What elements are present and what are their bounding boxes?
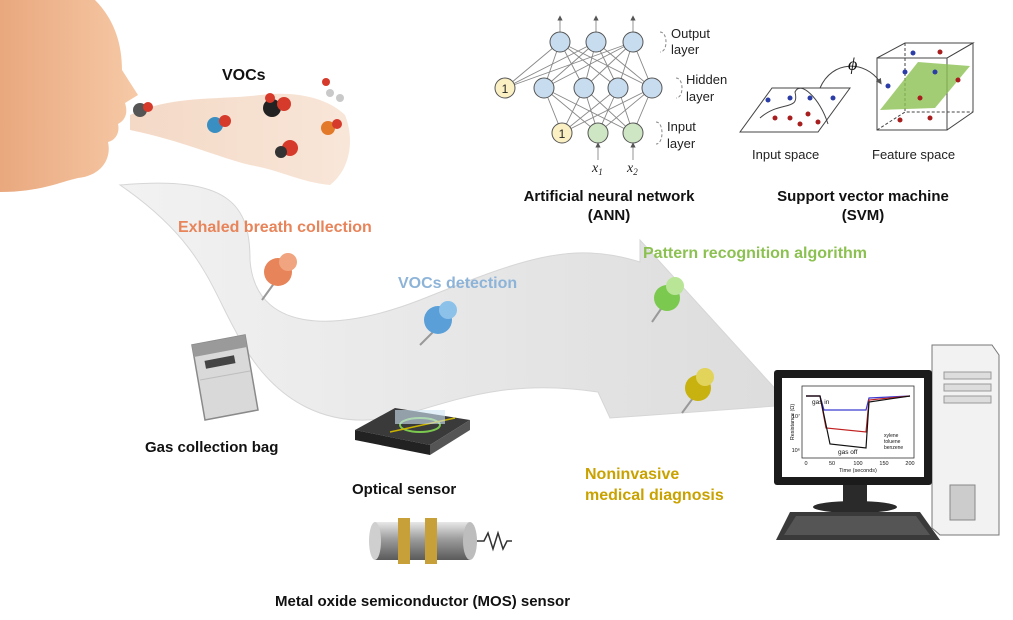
ann-hidden-label-1: Hidden [686, 72, 727, 87]
vocs-detection-label: VOCs detection [398, 275, 517, 292]
pattern-recognition-label: Pattern recognition algorithm [643, 245, 867, 262]
svm-phi: ϕ [848, 54, 857, 74]
ann-title-line1: Artificial neural network [524, 188, 696, 205]
screen-ylabel: Resistance (Ω) [790, 404, 796, 441]
screen-plot [801, 385, 915, 459]
ann-x1: x1 [591, 161, 603, 177]
optical-sensor-chip [355, 408, 470, 455]
push-pin-icon [419, 301, 457, 346]
ann-hidden-label-2: layer [686, 89, 715, 104]
screen-legend-item: xylene [884, 433, 899, 439]
gas-bag-label: Gas collection bag [145, 439, 278, 456]
svm-title-line1: Support vector machine [777, 188, 949, 205]
ann-diagram [494, 15, 683, 160]
ann-x2-base: x [626, 161, 634, 176]
gas-collection-bag [191, 334, 259, 421]
diagnosis-label-line2: medical diagnosis [585, 487, 724, 504]
human-face-profile [0, 0, 138, 192]
ann-x1-base: x [591, 161, 599, 176]
plot-series-benzene [806, 395, 911, 449]
ann-bias-output: 1 [502, 82, 509, 96]
screen-xtick: 150 [879, 461, 888, 467]
screen-xtick: 50 [829, 461, 835, 467]
screen-xtick: 100 [853, 461, 862, 467]
push-pin-icon [681, 368, 714, 414]
screen-gas-off: gas off [838, 449, 858, 456]
optical-sensor-label: Optical sensor [352, 481, 456, 498]
screen-legend-item: toluene [884, 439, 901, 445]
push-pin-icon [651, 277, 684, 323]
ann-output-label-2: layer [671, 42, 700, 57]
exhaled-breath-label: Exhaled breath collection [178, 219, 372, 236]
svm-title-line2: (SVM) [842, 207, 885, 224]
screen-xtick: 200 [905, 461, 914, 467]
screen-gas-in: gas in [812, 399, 830, 406]
ann-bias-input: 1 [559, 127, 566, 141]
ann-input-label-1: Input [667, 119, 696, 134]
svm-feature-space-label: Feature space [872, 147, 955, 162]
ann-output-label-1: Output [671, 26, 710, 41]
screen-xtick: 0 [804, 461, 807, 467]
ann-x2: x2 [626, 161, 638, 177]
ann-title-line2: (ANN) [588, 207, 631, 224]
diagnosis-label-line1: Noninvasive [585, 466, 679, 483]
vocs-label: VOCs [222, 67, 266, 84]
screen-ytick: 10⁶ [792, 447, 800, 454]
screen-legend-item: benzene [884, 445, 903, 451]
ann-input-label-2: layer [667, 136, 696, 151]
svm-input-space-label: Input space [752, 147, 819, 162]
svm-diagram [739, 42, 975, 133]
ann-x2-sub: 2 [633, 167, 638, 177]
voc-molecules [130, 78, 350, 185]
screen-ytick: 10⁷ [792, 413, 800, 420]
mos-sensor-cylinder [369, 518, 512, 564]
ann-x1-sub: 1 [598, 167, 603, 177]
mos-sensor-label: Metal oxide semiconductor (MOS) sensor [275, 593, 570, 610]
push-pin-icon [261, 253, 297, 301]
screen-xlabel: Time (seconds) [839, 468, 877, 474]
